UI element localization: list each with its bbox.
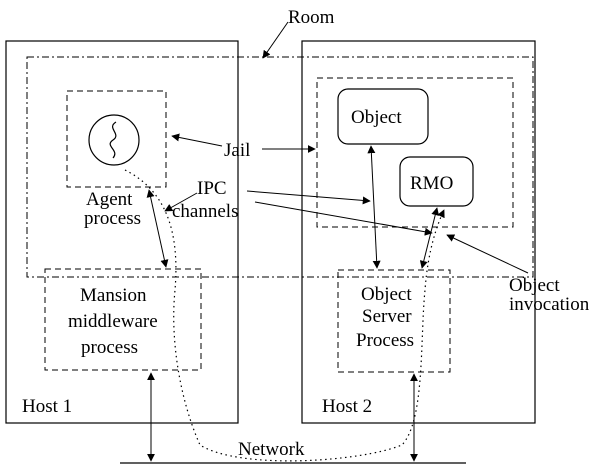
object-server-arrow (367, 145, 381, 269)
ipc-mid-callout (246, 190, 371, 205)
rmo-server-arrow (419, 207, 440, 269)
agent-jail-box (66, 90, 167, 188)
invocation-label-1: Object (509, 275, 560, 296)
invocation-callout (446, 234, 529, 274)
host1-box (5, 40, 239, 424)
agent-squiggle (109, 121, 117, 159)
mansion-label-2: middleware (68, 311, 158, 332)
room-callout (262, 21, 289, 59)
room-box (26, 56, 534, 278)
mansion-box (44, 268, 202, 371)
ipc-label-2: channels (172, 201, 238, 222)
agent-circle (88, 114, 140, 166)
invocation-path (124, 169, 445, 462)
object-jail-box (316, 77, 514, 228)
jail-label: Jail (224, 140, 250, 161)
object-label: Object (351, 107, 402, 128)
host2-box (301, 40, 536, 424)
jail-left-callout (171, 133, 223, 147)
room-label: Room (288, 7, 335, 28)
mansion-label-3: process (81, 337, 138, 358)
oserver-label-3: Process (356, 330, 414, 351)
ipc-low-callout (254, 201, 433, 236)
rmo-box (399, 156, 474, 207)
agent-label-2: process (84, 208, 141, 229)
oserver-label-1: Object (361, 284, 412, 305)
oserver-label-2: Server (362, 306, 412, 327)
object-server-box (337, 269, 451, 373)
mansion-label-1: Mansion (80, 285, 147, 306)
invocation-label-2: invocation (509, 294, 590, 315)
network-label: Network (238, 439, 305, 460)
ipc-left-callout (164, 192, 198, 212)
rmo-label: RMO (410, 173, 453, 194)
object-box (337, 88, 429, 145)
host1-label: Host 1 (22, 396, 72, 417)
host2-label: Host 2 (322, 396, 372, 417)
agent-label-1: Agent (86, 189, 133, 210)
agent-mansion-arrow (146, 189, 169, 268)
ipc-label-1: IPC (197, 178, 227, 199)
